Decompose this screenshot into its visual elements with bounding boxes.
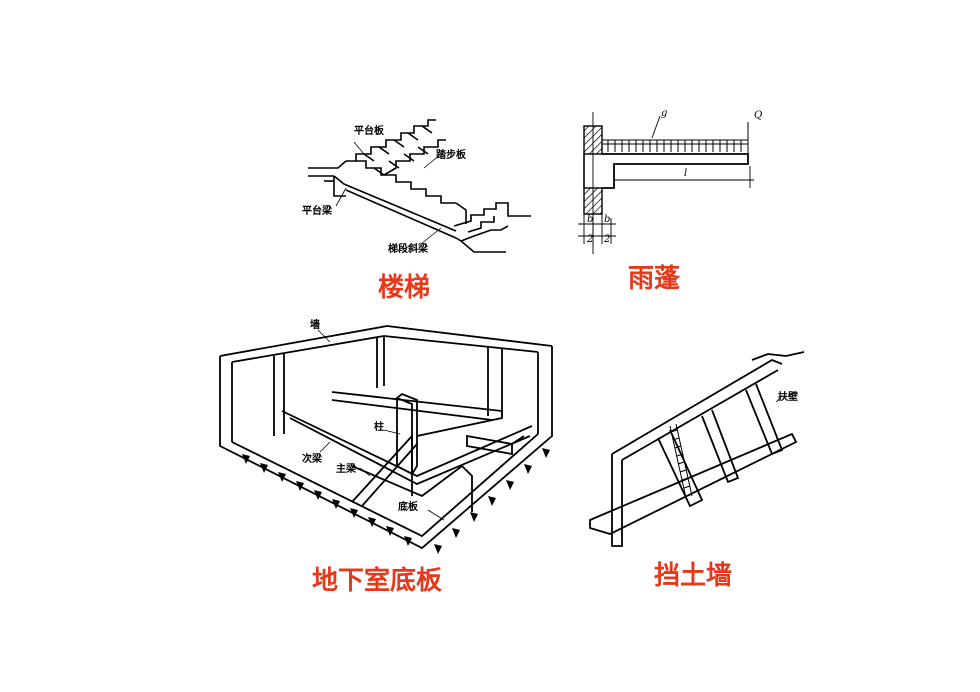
label-column: 柱 [374,420,384,433]
retaining-wall-diagram: 扶壁 [582,350,812,555]
label-base-slab: 底板 [398,500,419,513]
canopy-diagram: g Q l b 2 b 2 [568,104,768,254]
caption-canopy: 雨蓬 [628,264,681,294]
caption-stairs: 楼梯 [378,273,431,303]
label-wall: 墙 [310,318,320,331]
label-secondary-beam: 次梁 [302,452,323,465]
label-buttress: 扶壁 [778,390,798,403]
label-b-2: b [604,214,610,225]
stairs-drawing: 平台板 踏步板 平台梁 梯段斜梁 [302,119,531,255]
label-b-1: b [587,214,593,225]
label-l: l [684,168,687,179]
label-platform-beam: 平台梁 [302,204,333,217]
caption-retaining-wall: 挡土墙 [654,561,733,591]
caption-basement: 地下室底板 [312,566,443,596]
label-g: g [661,108,667,119]
label-tread-slab: 踏步板 [436,148,467,161]
label-Q: Q [754,110,762,121]
label-platform-slab: 平台板 [354,124,385,137]
label-main-beam: 主梁 [336,462,357,475]
basement-drawing: 墙 柱 次梁 主梁 底板 [219,318,553,554]
label-stringer-beam: 梯段斜梁 [388,242,429,255]
stairs-diagram: 平台板 踏步板 平台梁 梯段斜梁 [296,106,546,266]
canopy-drawing: g Q l b 2 b 2 [578,108,762,254]
retaining-wall-drawing: 扶壁 [589,351,805,547]
label-two-1: 2 [586,234,593,245]
label-two-2: 2 [603,234,610,245]
basement-diagram: 墙 柱 次梁 主梁 底板 [212,316,562,566]
